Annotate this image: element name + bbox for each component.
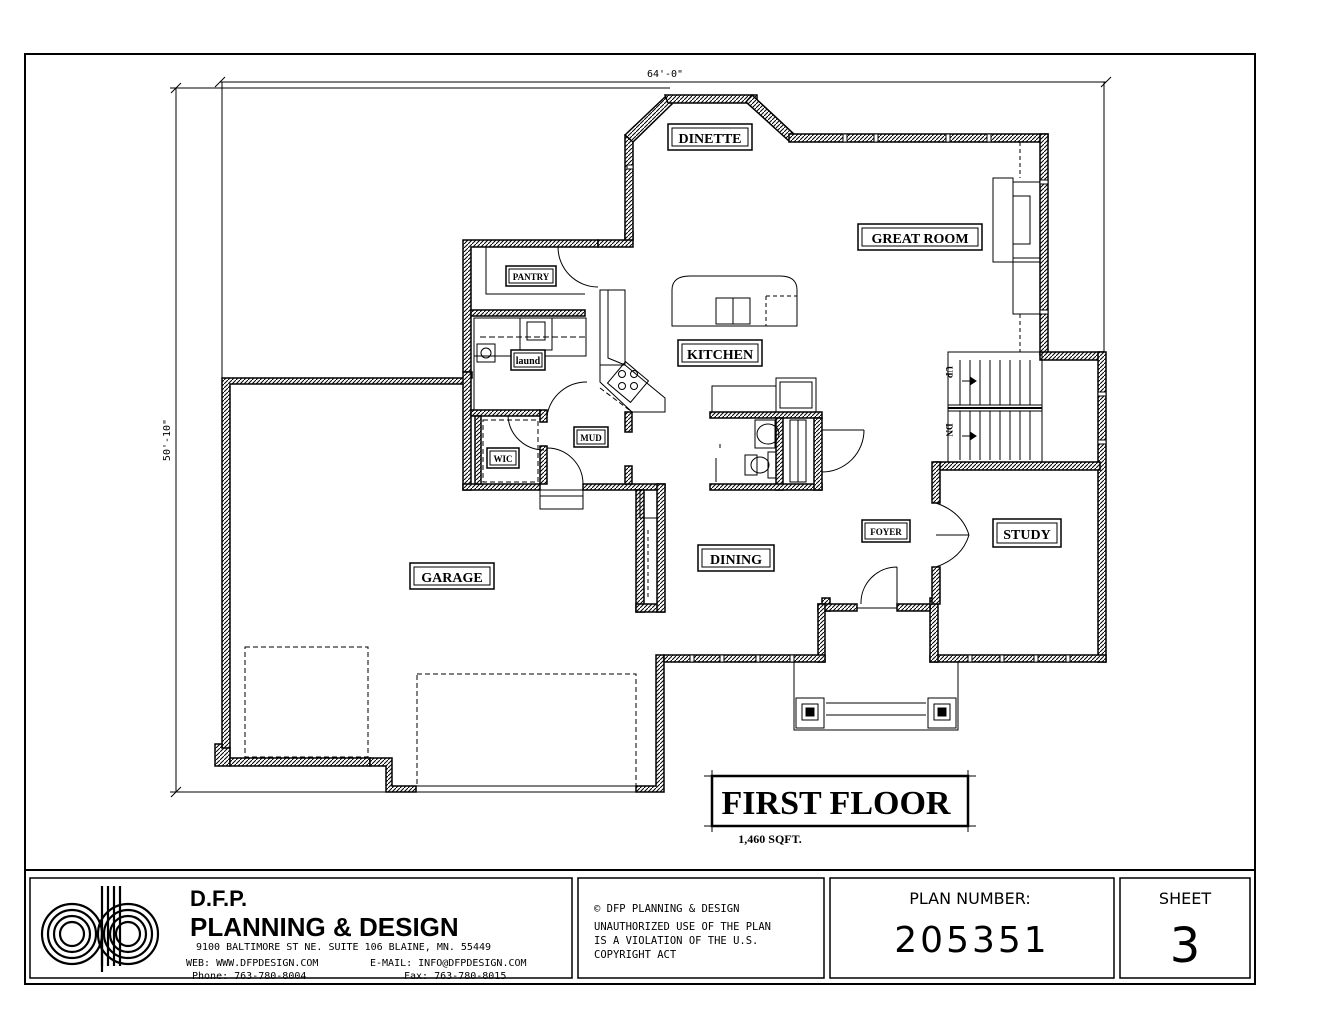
room-label-wic: WIC [486,447,520,469]
powder-block-walls [709,411,823,491]
stair-down-label: DN [944,424,954,437]
sheet-number: 3 [1170,918,1201,974]
room-label-mud: MUD [573,426,609,448]
mud-exit-door [546,447,584,485]
floor-area: 1,460 SQFT. [738,832,801,846]
company-address: 9100 BALTIMORE ST NE. SUITE 106 BLAINE, … [196,942,491,953]
room-wic: WIC [493,454,512,464]
stoop [539,489,584,510]
room-dining: DINING [710,553,762,568]
company-name-line1: D.F.P. [190,886,247,911]
room-label-garage: GARAGE [409,562,495,590]
room-label-study: STUDY [992,518,1062,548]
front-door-swing [860,566,898,605]
window-marks [626,133,1107,663]
copyright-line-1: © DFP PLANNING & DESIGN [594,903,739,915]
laundry-door-swing [546,381,588,417]
room-label-foyer: FOYER [861,519,911,543]
closet-door-swing [821,429,865,473]
wic-shelf [482,419,539,483]
room-label-great-room: GREAT ROOM [857,223,983,251]
dimension-lines [170,76,1112,798]
room-label-dining: DINING [697,544,775,572]
company-phone: Phone: 763-780-8004 [192,971,306,982]
kitchen-island [671,275,798,327]
depth-dimension: 50'-10" [162,419,173,461]
company-email: E-MAIL: INFO@DFPDESIGN.COM [370,958,527,969]
room-label-dinette: DINETTE [667,123,753,151]
kitchen-counters [599,289,666,413]
plan-number-label: PLAN NUMBER: [909,889,1031,908]
room-great-room: GREAT ROOM [871,232,968,247]
study-french-doors [935,502,970,568]
dp-logo [40,886,160,972]
room-dinette: DINETTE [678,132,741,147]
title-block-frame [25,869,1255,979]
width-dimension: 64'-0" [647,69,683,80]
room-study: STUDY [1003,528,1050,543]
copyright-line-2: UNAUTHORIZED USE OF THE PLAN [594,921,771,933]
front-porch [793,662,959,731]
floor-title: FIRST FLOOR [722,785,951,822]
service-wing-walls [462,231,666,491]
company-name-line2: PLANNING & DESIGN [190,912,459,942]
copyright-line-4: COPYRIGHT ACT [594,949,677,961]
room-kitchen: KITCHEN [687,348,753,363]
room-label-laundry: laund [510,349,546,371]
room-garage: GARAGE [421,571,482,586]
room-label-pantry: PANTRY [505,265,557,287]
stairs [947,351,1043,463]
sheet-label: SHEET [1159,889,1211,908]
floor-title-frame [704,770,976,832]
sheet-border [24,53,1256,985]
pantry-shelves [485,247,585,295]
copyright-line-3: IS A VIOLATION OF THE U.S. [594,935,758,947]
room-pantry: PANTRY [513,272,550,282]
stair-up-label: UP [944,366,954,378]
room-laundry: laund [516,356,541,367]
room-foyer: FOYER [870,527,902,537]
room-label-kitchen: KITCHEN [677,339,763,367]
main-exterior-walls [623,93,1107,663]
room-labels: DINETTE GREAT ROOM PANTRY KITCHEN laund … [409,123,1062,590]
dining-west-closet [639,489,658,598]
plan-number: 205351 [894,920,1049,961]
pantry-door-swing [557,246,599,288]
powder-room-fixtures [711,377,817,483]
company-fax: Fax: 763-780-8015 [404,971,506,982]
company-web: WEB: WWW.DFPDESIGN.COM [186,958,318,969]
fireplace [992,142,1041,352]
wic-door-swing [507,415,545,451]
room-mud: MUD [580,433,602,443]
